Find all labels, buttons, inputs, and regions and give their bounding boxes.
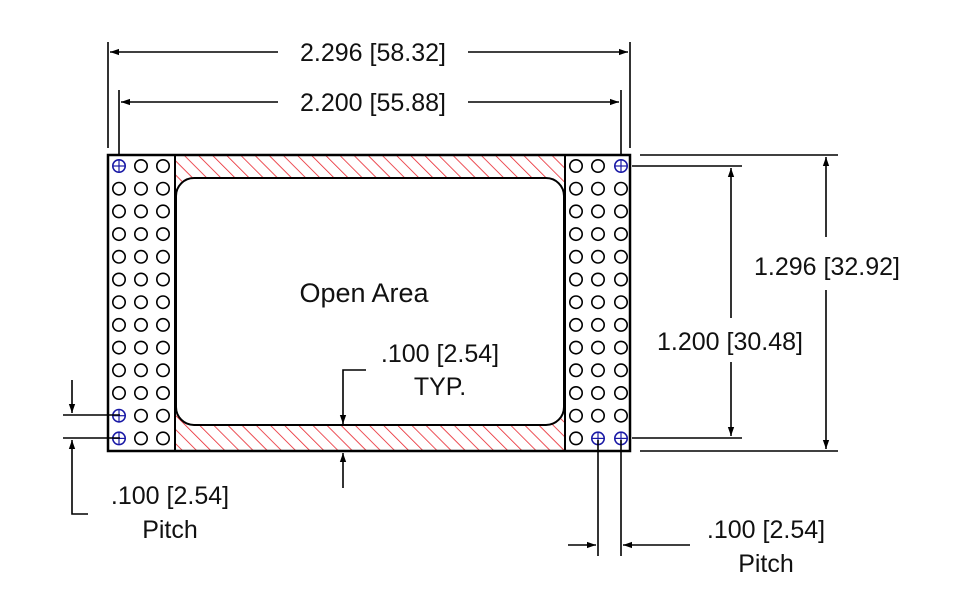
pin-span-width-dimension (118, 90, 622, 154)
right-pin (568, 431, 583, 446)
right-pin (613, 295, 628, 310)
right-pin (613, 249, 628, 264)
left-pin (134, 159, 149, 174)
left-pin (156, 227, 171, 242)
left-pin (156, 408, 171, 423)
left-pin (112, 204, 127, 219)
left-pin (156, 317, 171, 332)
body-outline (106, 153, 632, 453)
right-pin (590, 295, 605, 310)
left-pin (112, 249, 127, 264)
right-pin (590, 408, 605, 423)
left-pitch-value: .100 [2.54] (111, 482, 229, 510)
left-pin (112, 385, 127, 400)
pin-span-height-dimension (632, 165, 742, 439)
left-pin (156, 385, 171, 400)
left-pin (112, 272, 127, 287)
right-pin (613, 385, 628, 400)
right-pin (568, 317, 583, 332)
left-pin (156, 340, 171, 355)
right-pitch-dimension (568, 440, 690, 556)
right-pin (613, 204, 628, 219)
left-pin (112, 363, 127, 378)
right-pin (613, 340, 628, 355)
left-pin (134, 249, 149, 264)
left-pin (134, 340, 149, 355)
connector-body (106, 153, 632, 453)
right-pin (590, 249, 605, 264)
left-pitch-label: Pitch (142, 516, 198, 544)
left-pin (112, 295, 127, 310)
right-pin (568, 340, 583, 355)
right-pin (568, 385, 583, 400)
right-pin (590, 181, 605, 196)
left-pin (112, 317, 127, 332)
left-pin (156, 249, 171, 264)
left-pin (134, 227, 149, 242)
open-area-label: Open Area (299, 278, 429, 308)
right-pin (568, 408, 583, 423)
right-pin (613, 363, 628, 378)
left-pin (156, 431, 171, 446)
right-pin (590, 317, 605, 332)
overall-height-dimension (640, 154, 838, 452)
left-pin (112, 181, 127, 196)
right-pin (568, 363, 583, 378)
right-pin (613, 317, 628, 332)
left-pin (134, 431, 149, 446)
left-pin (156, 204, 171, 219)
left-pin (156, 181, 171, 196)
left-pin-grid (112, 159, 171, 446)
pin-span-width-label: 2.200 [55.88] (300, 89, 446, 117)
wall-typ-label: TYP. (414, 373, 466, 401)
overall-width-dimension (107, 42, 631, 148)
left-pin (112, 340, 127, 355)
left-pin (134, 385, 149, 400)
left-pin (156, 159, 171, 174)
right-pin (568, 227, 583, 242)
left-pin (156, 295, 171, 310)
right-pitch-label: Pitch (738, 550, 794, 578)
pin-span-height-label: 1.200 [30.48] (657, 328, 803, 356)
right-pin (613, 408, 628, 423)
right-pin (568, 204, 583, 219)
left-pin (134, 272, 149, 287)
right-pin (590, 227, 605, 242)
right-pin (590, 363, 605, 378)
right-pin (613, 227, 628, 242)
left-pin (112, 227, 127, 242)
wall-thickness-label: .100 [2.54] (381, 340, 499, 368)
left-pin (134, 295, 149, 310)
overall-height-label: 1.296 [32.92] (754, 253, 900, 281)
overall-width-label: 2.296 [58.32] (300, 39, 446, 67)
left-pin (134, 363, 149, 378)
left-pin (156, 363, 171, 378)
right-pin (568, 249, 583, 264)
right-pin (590, 340, 605, 355)
right-pin (590, 159, 605, 174)
right-pin (590, 272, 605, 287)
left-pin (134, 408, 149, 423)
right-pin-grid (568, 159, 628, 446)
right-pin (590, 204, 605, 219)
wall-thickness-dimension (339, 369, 366, 488)
right-pin (568, 181, 583, 196)
left-pin (134, 317, 149, 332)
right-pin (568, 295, 583, 310)
right-pin (568, 272, 583, 287)
right-pin (613, 181, 628, 196)
right-pitch-value: .100 [2.54] (707, 516, 825, 544)
left-pin (134, 181, 149, 196)
right-pin (568, 159, 583, 174)
right-pin (613, 272, 628, 287)
left-pin (134, 204, 149, 219)
left-pitch-dimension (63, 380, 120, 515)
left-pin (156, 272, 171, 287)
right-pin (590, 385, 605, 400)
